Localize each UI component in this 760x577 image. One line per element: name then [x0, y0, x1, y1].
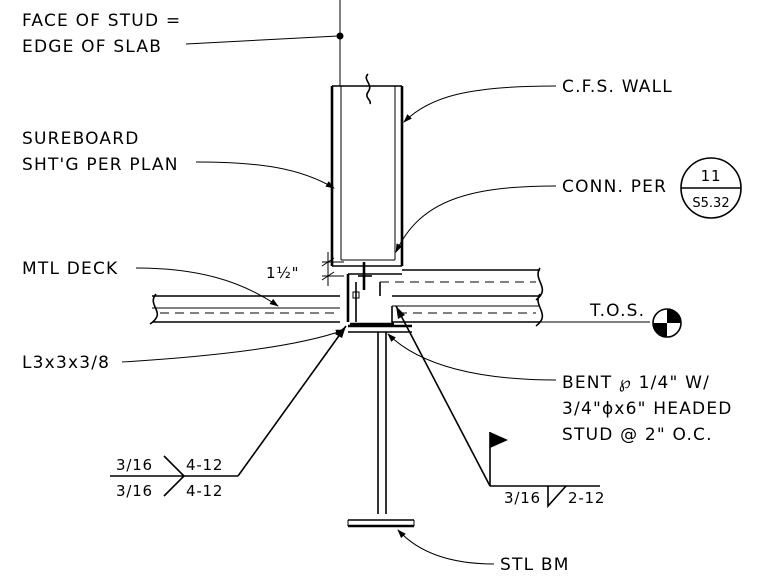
leader-conn: [395, 185, 557, 253]
label-stl-bm: STL BM: [500, 555, 570, 575]
label-bent-1: BENT ℘ 1/4" W/: [562, 373, 710, 393]
weld-left-top-len: 4-12: [186, 456, 223, 474]
weld-left-top-size: 3/16: [116, 456, 153, 474]
weld-left-bot-len: 4-12: [186, 482, 223, 500]
dim-tick-bot: [321, 271, 335, 281]
leader-stl-bm: [397, 529, 495, 565]
label-mtl-deck: MTL DECK: [22, 259, 118, 279]
label-face-of-stud-1: FACE OF STUD =: [22, 11, 181, 31]
weld-left-bot-size: 3/16: [116, 482, 153, 500]
label-bent-2: 3/4"ɸx6" HEADED: [562, 399, 733, 419]
weld-right-len: 2-12: [568, 489, 605, 507]
dim-tick-top: [321, 257, 335, 267]
label-cfs-wall: C.F.S. WALL: [562, 77, 673, 97]
weld-symbol-left: [110, 325, 347, 497]
callout-sheet: S5.32: [692, 196, 729, 211]
label-bent-3: STUD @ 2" O.C.: [562, 425, 713, 445]
label-tos: T.O.S.: [589, 301, 645, 321]
leader-angle: [121, 329, 345, 363]
weld-symbol-right: [395, 305, 600, 509]
field-weld-flag-icon: [490, 432, 508, 448]
label-conn-per: CONN. PER: [562, 177, 667, 197]
leader-bent-plate: [387, 333, 557, 381]
steel-beam: [347, 324, 415, 528]
deck-right: [380, 267, 544, 327]
label-sureboard-2: SHT'G PER PLAN: [22, 155, 179, 175]
label-face-of-stud-2: EDGE OF SLAB: [22, 37, 162, 57]
weld-right-size: 3/16: [504, 489, 541, 507]
tos-target-icon: [652, 308, 682, 338]
cfs-wall: [330, 73, 404, 267]
face-of-stud-dot: [336, 32, 344, 40]
label-sureboard-1: SUREBOARD: [22, 129, 140, 149]
leader-mtl-deck: [135, 267, 279, 307]
label-angle: L3x3x3/8: [22, 353, 110, 373]
leader-face-of-stud: [185, 35, 339, 45]
callout-number: 11: [701, 167, 722, 185]
leader-sureboard: [195, 161, 335, 189]
deck-left: [149, 293, 340, 325]
section-callout-icon: [680, 157, 742, 219]
leader-cfs-wall: [403, 85, 557, 123]
connection: [346, 262, 402, 326]
label-dim: 1½": [266, 264, 299, 282]
